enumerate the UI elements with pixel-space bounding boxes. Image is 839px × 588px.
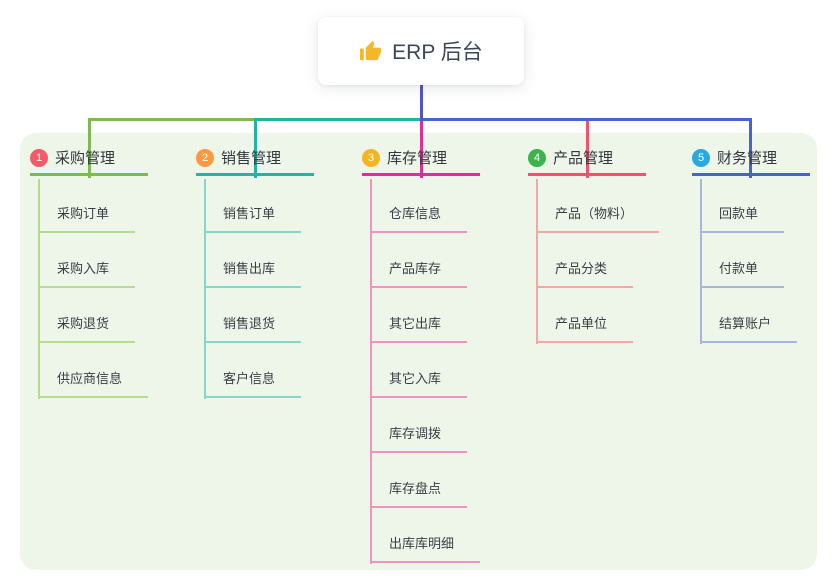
branch-node-finance[interactable]: 5 财务管理 (692, 147, 810, 176)
thumbs-up-icon (359, 40, 382, 63)
child-node[interactable]: 客户信息 (204, 368, 302, 398)
branch-spine (204, 179, 206, 399)
child-node[interactable]: 产品单位 (536, 313, 634, 343)
child-node[interactable]: 仓库信息 (370, 203, 468, 233)
mindmap-canvas (20, 133, 817, 570)
branch-finance: 5 财务管理 回款单 付款单 结算账户 (692, 0, 839, 588)
child-node[interactable]: 其它出库 (370, 313, 468, 343)
branch-spine (536, 179, 538, 344)
root-node-label: ERP 后台 (392, 41, 483, 64)
child-node[interactable]: 库存调拨 (370, 423, 468, 453)
branch-number-badge: 3 (362, 148, 380, 167)
child-node[interactable]: 结算账户 (700, 313, 798, 343)
child-node[interactable]: 出库库明细 (370, 533, 481, 563)
child-node[interactable]: 产品（物料） (536, 203, 660, 233)
child-node[interactable]: 产品库存 (370, 258, 468, 288)
branch-number-badge: 1 (30, 148, 48, 167)
child-node[interactable]: 采购退货 (38, 313, 136, 343)
child-node[interactable]: 库存盘点 (370, 478, 468, 508)
child-node[interactable]: 采购入库 (38, 258, 136, 288)
branch-label: 销售管理 (221, 150, 282, 167)
child-node[interactable]: 销售出库 (204, 258, 302, 288)
branch-number-badge: 5 (692, 148, 710, 167)
branch-product: 4 产品管理 产品（物料） 产品分类 产品单位 (528, 0, 688, 588)
root-node[interactable]: ERP 后台 (318, 17, 524, 85)
branch-purchase: 1 采购管理 采购订单 采购入库 采购退货 供应商信息 (30, 0, 190, 588)
child-node[interactable]: 回款单 (700, 203, 785, 233)
branch-inventory: 3 库存管理 仓库信息 产品库存 其它出库 其它入库 库存调拨 库存盘点 出库库… (362, 0, 522, 588)
child-node[interactable]: 采购订单 (38, 203, 136, 233)
child-node[interactable]: 销售订单 (204, 203, 302, 233)
child-node[interactable]: 付款单 (700, 258, 785, 288)
branch-number-badge: 4 (528, 148, 546, 167)
branch-spine (370, 179, 372, 564)
branch-label: 财务管理 (717, 150, 778, 167)
child-node[interactable]: 供应商信息 (38, 368, 149, 398)
branch-sales: 2 销售管理 销售订单 销售出库 销售退货 客户信息 (196, 0, 356, 588)
child-node[interactable]: 产品分类 (536, 258, 634, 288)
branch-label: 产品管理 (553, 150, 614, 167)
branch-node-purchase[interactable]: 1 采购管理 (30, 147, 148, 176)
branch-label: 采购管理 (55, 150, 116, 167)
branch-node-sales[interactable]: 2 销售管理 (196, 147, 314, 176)
branch-node-inventory[interactable]: 3 库存管理 (362, 147, 480, 176)
branch-label: 库存管理 (387, 150, 448, 167)
branch-number-badge: 2 (196, 148, 214, 167)
branch-spine (38, 179, 40, 399)
child-node[interactable]: 其它入库 (370, 368, 468, 398)
branch-node-product[interactable]: 4 产品管理 (528, 147, 646, 176)
branch-spine (700, 179, 702, 344)
child-node[interactable]: 销售退货 (204, 313, 302, 343)
